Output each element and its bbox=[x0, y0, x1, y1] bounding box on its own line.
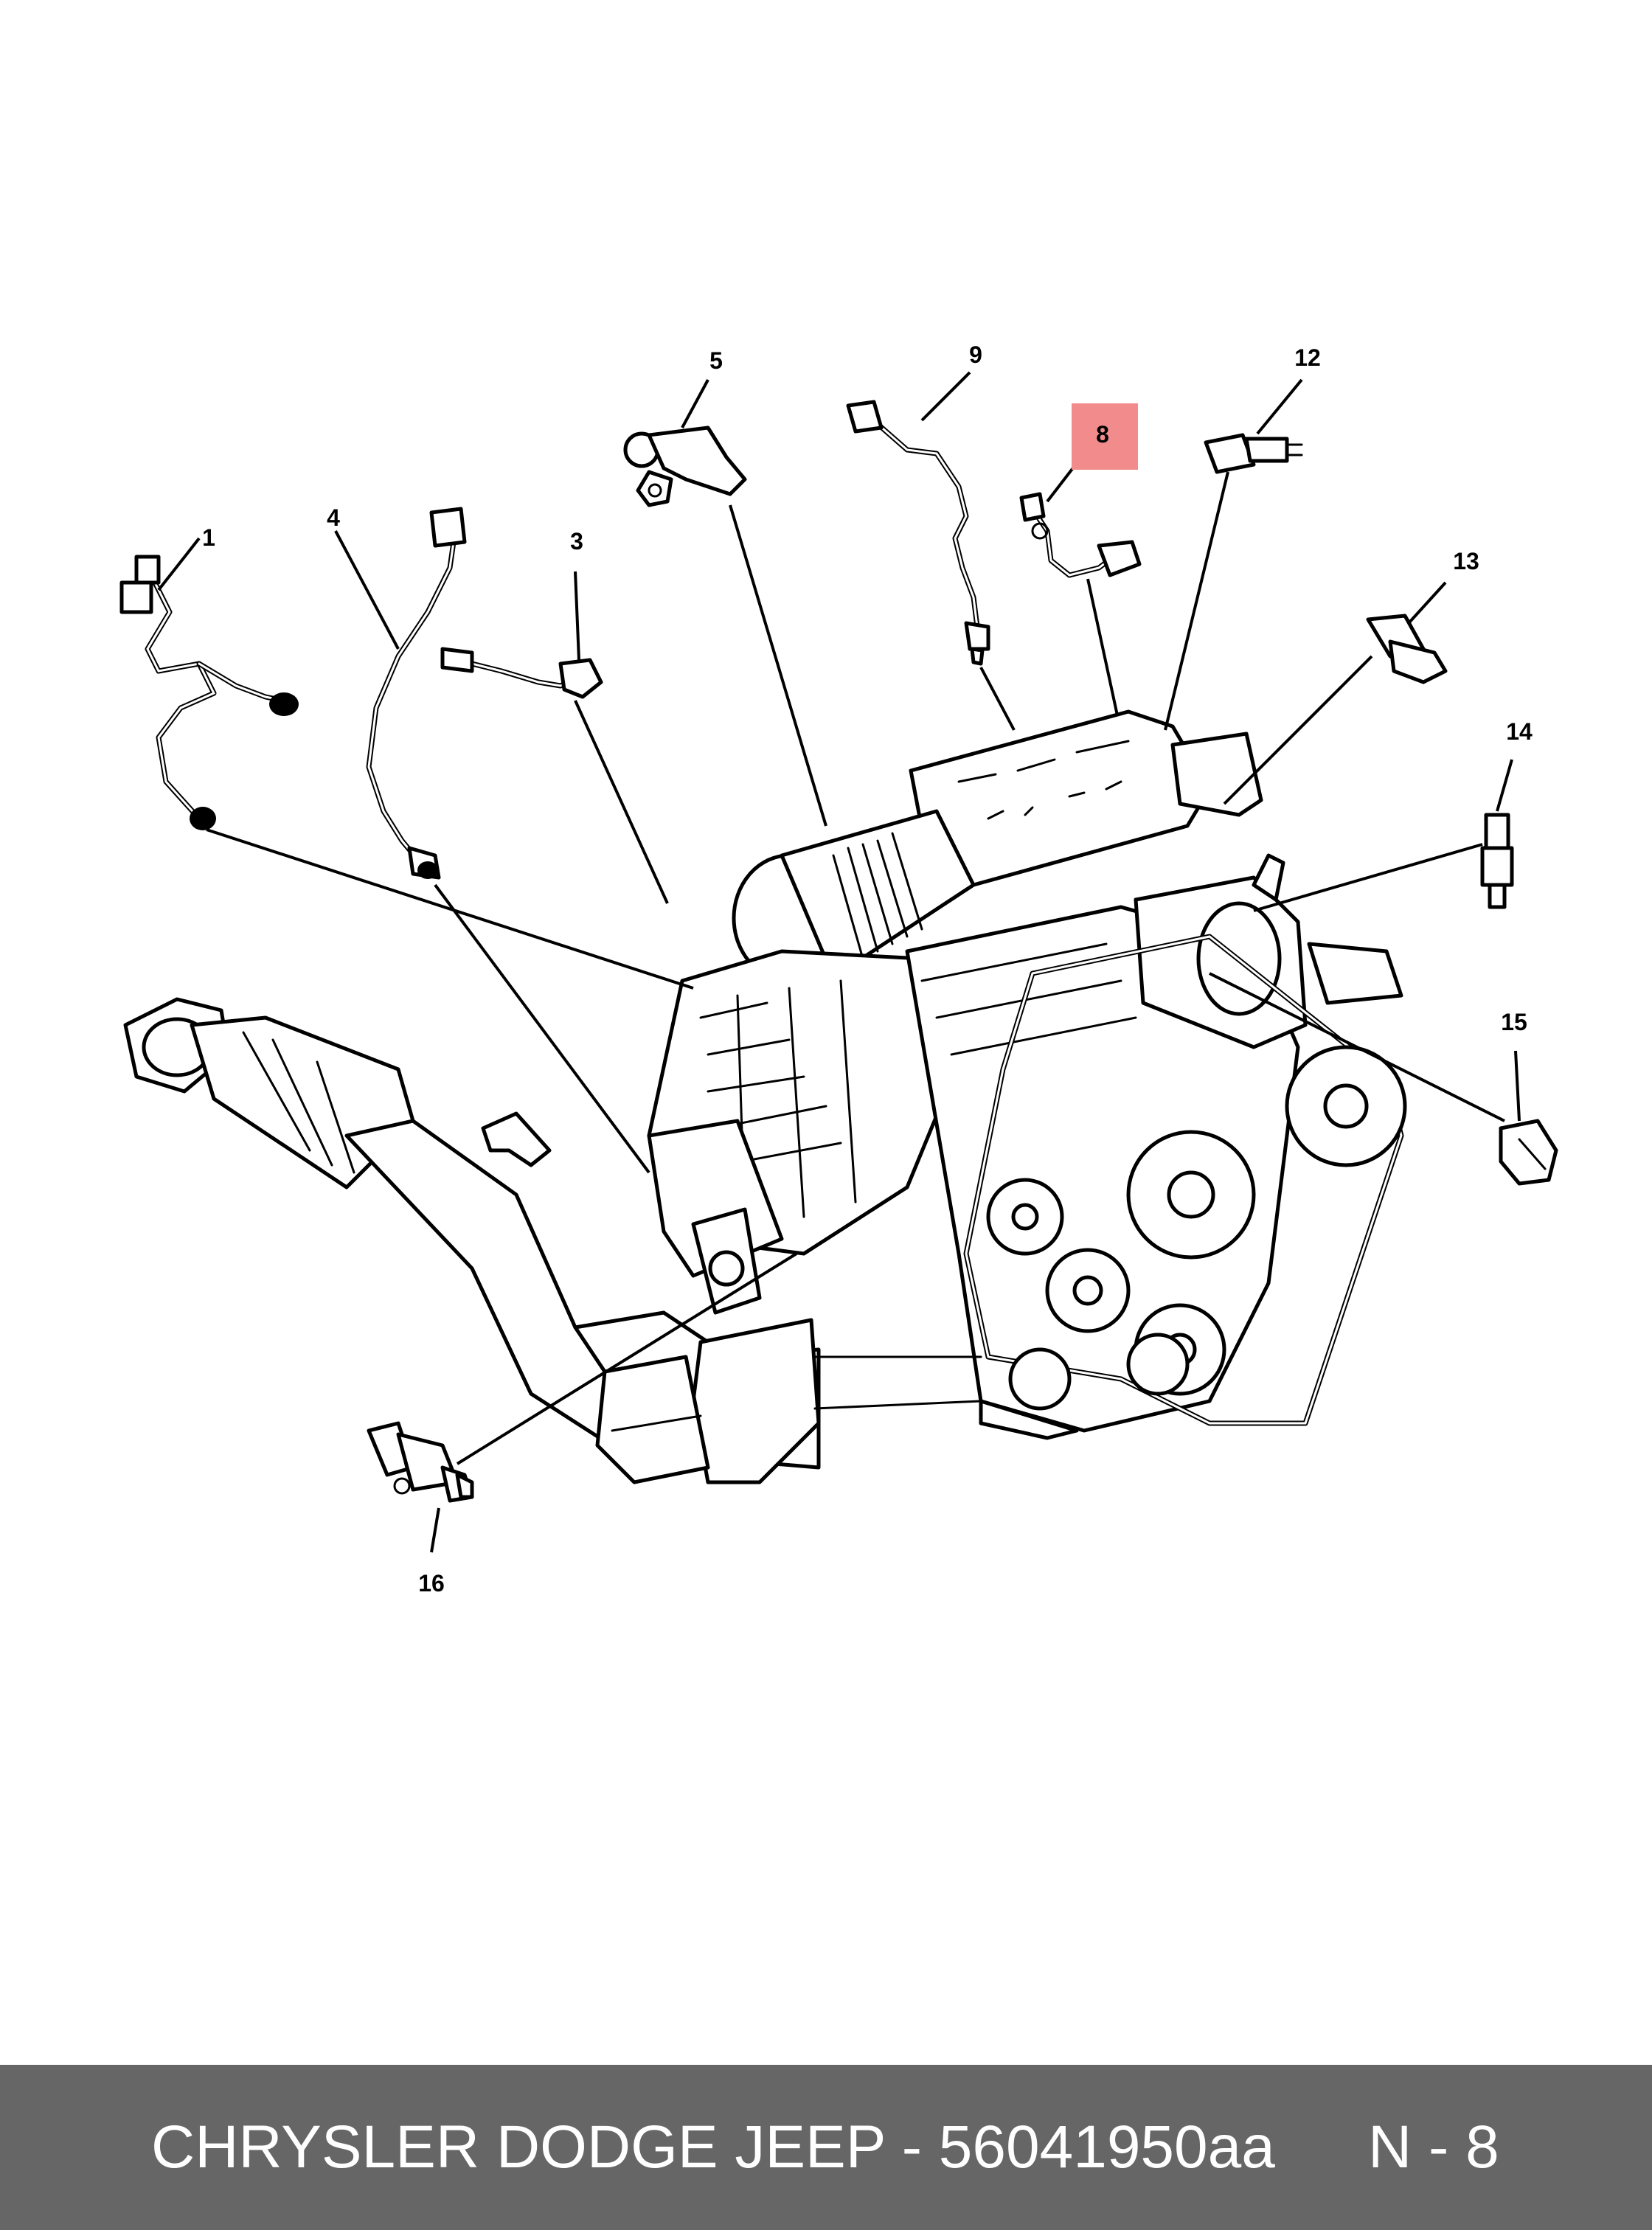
callout-1: 1 bbox=[202, 524, 215, 551]
callout-3: 3 bbox=[570, 528, 583, 555]
part-5-position-sensor bbox=[623, 425, 747, 507]
callout-9: 9 bbox=[969, 341, 982, 368]
callout-12: 12 bbox=[1294, 344, 1321, 371]
callout-8-highlight bbox=[1072, 403, 1138, 470]
callout-16: 16 bbox=[418, 1570, 445, 1597]
engine-assembly bbox=[647, 709, 1407, 1440]
part-4-oxygen-sensor bbox=[366, 507, 467, 880]
engine-parts-diagram: 1 4 3 5 9 8 12 13 14 15 16 bbox=[119, 341, 1558, 1597]
part-3-sensor bbox=[440, 647, 603, 699]
callout-13: 13 bbox=[1453, 548, 1479, 574]
footer-callout-code: N - 8 bbox=[1368, 2113, 1499, 2181]
callout-labels: 1 4 3 5 9 8 12 13 14 15 16 bbox=[202, 341, 1533, 1597]
part-9-knock-sensor bbox=[846, 400, 990, 666]
footer-bar: CHRYSLER DODGE JEEP - 56041950aa N - 8 bbox=[0, 2065, 1652, 2230]
part-8-sensor bbox=[1019, 492, 1142, 578]
leader-lines bbox=[157, 371, 1521, 1553]
part-16-position-sensor bbox=[367, 1421, 474, 1503]
footer-part-title: CHRYSLER DODGE JEEP - 56041950aa bbox=[151, 2113, 1275, 2181]
part-1-wiring-harness bbox=[119, 555, 299, 830]
callout-4: 4 bbox=[327, 504, 340, 531]
part-14-switch bbox=[1480, 813, 1514, 909]
callout-14: 14 bbox=[1506, 718, 1533, 745]
part-12-sensor bbox=[1204, 433, 1303, 474]
callout-5: 5 bbox=[709, 347, 723, 374]
part-15-sensor bbox=[1499, 1119, 1558, 1186]
callout-15: 15 bbox=[1501, 1009, 1527, 1035]
part-13-map-sensor bbox=[1366, 614, 1448, 684]
callout-8: 8 bbox=[1096, 421, 1109, 448]
